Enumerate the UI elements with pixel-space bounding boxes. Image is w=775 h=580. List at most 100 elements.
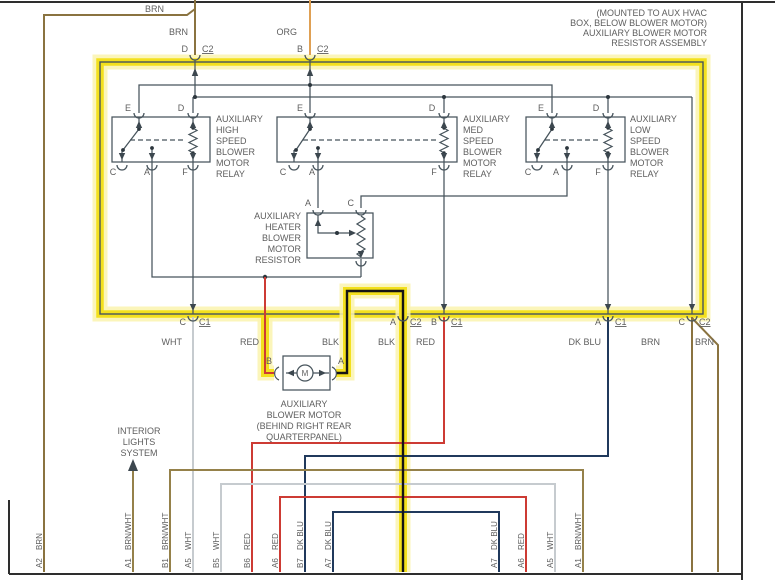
terminal-color-label: DK BLU <box>490 521 499 550</box>
junction-dot <box>335 231 339 235</box>
terminal-pin-label: A2 <box>35 558 44 568</box>
relay-caption: RELAY <box>216 169 245 179</box>
junction-dot <box>193 95 197 99</box>
motor-caption: (BEHIND RIGHT REAR <box>257 421 352 431</box>
pin-label: E <box>538 103 544 113</box>
relay-caption: SPEED <box>630 136 661 146</box>
motor-caption: BLOWER MOTOR <box>267 410 342 420</box>
motor-pin-b-arc <box>273 366 280 381</box>
relay-caption: AUXILIARY <box>216 114 263 124</box>
resistor-caption: MOTOR <box>268 244 302 254</box>
connector-label: C1 <box>615 317 627 327</box>
note-line: RESISTOR ASSEMBLY <box>611 38 707 48</box>
terminal-color-label: DK BLU <box>296 521 305 550</box>
resistor-assembly-box <box>92 54 711 322</box>
pin-label: B <box>431 317 437 327</box>
terminal-pin-label: A7 <box>324 558 333 568</box>
relay-coil <box>602 127 614 154</box>
note-line: (MOUNTED TO AUX HVAC <box>596 8 707 18</box>
terminal-pin-label: A5 <box>184 558 193 568</box>
wire-label-brn: BRN <box>641 337 660 347</box>
pin-label: C <box>525 167 532 177</box>
terminal-color-label: BRN <box>35 533 44 550</box>
junction-dot <box>606 95 610 99</box>
wire-label-dkblu: DK BLU <box>568 337 601 347</box>
wire-label-blk: BLK <box>322 337 339 347</box>
pin-label: F <box>182 167 188 177</box>
interior-lights-reference <box>128 459 138 471</box>
relay-caption: BLOWER <box>630 147 670 157</box>
internal-wiring <box>138 60 693 314</box>
relay3-a-to-resistor <box>360 162 568 208</box>
terminal-pin-label: A6 <box>271 558 280 568</box>
relay-caption: MOTOR <box>630 158 664 168</box>
connector-label: C2 <box>699 317 711 327</box>
junction-dot <box>308 83 312 87</box>
wire-dkblu-a7-a7 <box>332 511 500 572</box>
wire-brn-a2 <box>43 8 196 572</box>
wire-label-brn: BRN <box>695 337 714 347</box>
connector-label: C1 <box>451 317 463 327</box>
terminal-pin-label: B6 <box>243 558 252 568</box>
connector-label: C2 <box>202 44 214 54</box>
terminal-color-label: BRN/WHT <box>124 513 133 550</box>
pin-label: A <box>595 317 601 327</box>
terminal-pin-label: A7 <box>490 558 499 568</box>
resistor-caption: HEATER <box>265 222 301 232</box>
wire-wht-b5-a5 <box>220 483 556 572</box>
pin-label: A <box>144 167 150 177</box>
terminal-color-label: RED <box>271 533 280 550</box>
relay-caption: AUXILIARY <box>630 114 677 124</box>
pin-label: D <box>182 44 189 54</box>
circuit-wires <box>43 0 719 572</box>
relay-box <box>276 116 458 163</box>
terminal-pin-label: B1 <box>161 558 170 568</box>
relay-caption: RELAY <box>630 169 659 179</box>
motor-box <box>282 355 331 391</box>
motor-caption: AUXILIARY <box>281 399 328 409</box>
resistor-caption: BLOWER <box>262 233 302 243</box>
relay-caption: AUXILIARY <box>463 114 510 124</box>
terminal-color-label: WHT <box>546 532 555 550</box>
relay-coil <box>187 127 199 154</box>
assembly-box-glow <box>92 54 711 322</box>
arrowhead <box>349 229 356 237</box>
relay-caption: SPEED <box>216 136 247 146</box>
terminal-pin-label: A1 <box>124 558 133 568</box>
resistor-box <box>306 212 374 259</box>
relay-caption: BLOWER <box>216 147 256 157</box>
assembly-box-highlight <box>96 58 707 318</box>
connector-symbols <box>116 54 698 322</box>
pin-label: E <box>125 103 131 113</box>
pin-label: E <box>297 103 303 113</box>
pin-label: B <box>266 356 272 366</box>
terminal-color-label: RED <box>517 533 526 550</box>
pin-label: F <box>595 167 601 177</box>
relay-box <box>111 116 211 163</box>
org-rail <box>138 84 553 113</box>
pin-label: C <box>280 167 287 177</box>
wire-blk-ground <box>336 289 405 572</box>
wire-label-blk: BLK <box>378 337 395 347</box>
terminal-color-label: WHT <box>212 532 221 550</box>
terminal-pin-label: A6 <box>517 558 526 568</box>
relay-caption: MOTOR <box>463 158 497 168</box>
pin-label: D <box>593 103 600 113</box>
relay-aux-med-speed <box>276 116 458 163</box>
terminal-pin-label: B7 <box>296 558 305 568</box>
interior-lights-label: LIGHTS <box>123 437 156 447</box>
interior-lights-label: SYSTEM <box>120 448 157 458</box>
pin-label: F <box>431 167 437 177</box>
pin-label: D <box>178 103 185 113</box>
terminal-pin-label: A5 <box>546 558 555 568</box>
relay-caption: LOW <box>630 125 651 135</box>
arrowhead <box>287 369 294 377</box>
pin-label: A <box>309 167 315 177</box>
labels: (MOUNTED TO AUX HVAC BOX, BELOW BLOWER M… <box>35 4 714 568</box>
wire-red-to-motor <box>264 277 274 374</box>
up-arrow <box>128 459 138 471</box>
wire-label-wht: WHT <box>162 337 183 347</box>
